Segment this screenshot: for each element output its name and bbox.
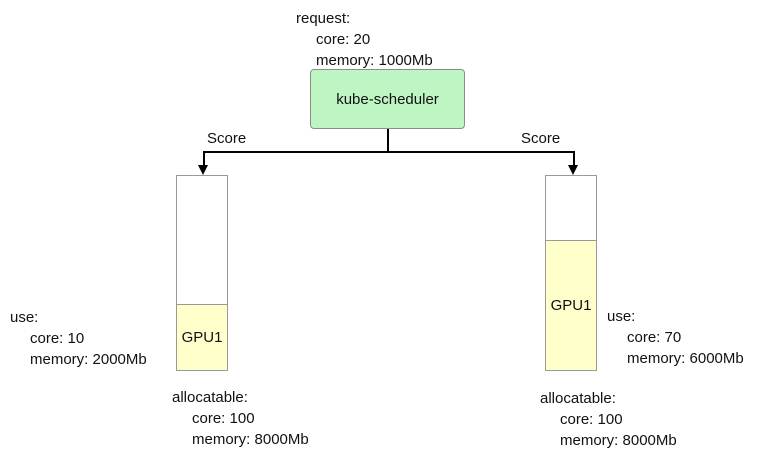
- node-right-allocatable-memory: memory: 8000Mb: [560, 432, 677, 449]
- node-right-use-title: use:: [607, 308, 636, 325]
- connector-stem: [387, 129, 389, 152]
- node-right-use-core: core: 70: [627, 329, 682, 346]
- node-left-allocatable-memory: memory: 8000Mb: [192, 431, 309, 448]
- node-left-allocatable-block: allocatable: core: 100 memory: 8000Mb: [172, 387, 309, 450]
- connector-right-drop: [573, 151, 575, 166]
- node-right-gpu-segment: GPU1: [545, 240, 597, 371]
- arrow-down-right-icon: [568, 165, 578, 175]
- kube-scheduler-box: kube-scheduler: [310, 69, 465, 129]
- node-left-use-block: use: core: 10 memory: 2000Mb: [10, 307, 147, 370]
- connector-crossbar: [203, 151, 574, 153]
- node-right-allocatable-core: core: 100: [560, 411, 623, 428]
- score-label-left: Score: [207, 130, 247, 147]
- node-left-gpu-label: GPU1: [181, 329, 223, 346]
- node-right-allocatable-title: allocatable:: [540, 390, 616, 407]
- request-title: request:: [296, 10, 351, 27]
- node-left-allocatable-title: allocatable:: [172, 389, 248, 406]
- node-right-use-block: use: core: 70 memory: 6000Mb: [607, 306, 744, 369]
- request-core: core: 20: [316, 31, 371, 48]
- request-memory: memory: 1000Mb: [316, 52, 433, 69]
- score-label-right: Score: [521, 130, 561, 147]
- connector-left-drop: [203, 151, 205, 166]
- node-left-allocatable-core: core: 100: [192, 410, 255, 427]
- node-left-use-core: core: 10: [30, 330, 85, 347]
- arrow-down-left-icon: [198, 165, 208, 175]
- node-left-gpu-segment: GPU1: [176, 304, 228, 371]
- node-right-allocatable-block: allocatable: core: 100 memory: 8000Mb: [540, 388, 677, 451]
- request-block: request: core: 20 memory: 1000Mb: [296, 8, 433, 71]
- node-left-use-title: use:: [10, 309, 39, 326]
- node-left-use-memory: memory: 2000Mb: [30, 351, 147, 368]
- kube-scheduler-label: kube-scheduler: [336, 90, 439, 108]
- node-right-gpu-label: GPU1: [550, 297, 592, 314]
- node-right-use-memory: memory: 6000Mb: [627, 350, 744, 367]
